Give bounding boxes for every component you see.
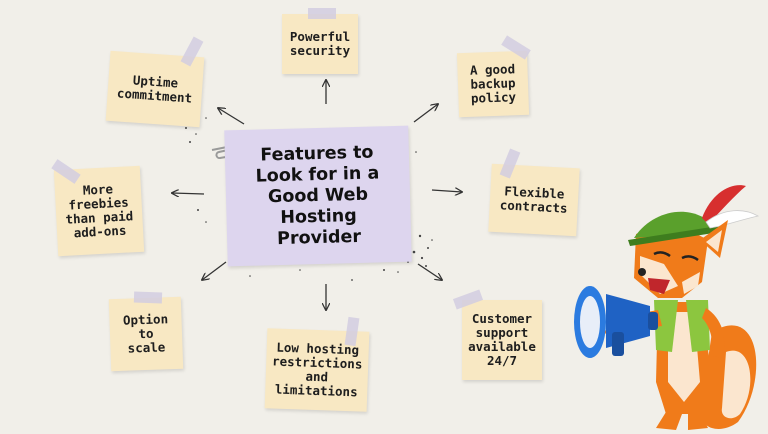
note-scale-label: Option to scale <box>122 311 169 356</box>
center-title-note: Features to Look for in a Good Web Hosti… <box>224 125 412 267</box>
arrow-freebies <box>172 193 205 194</box>
arrow-uptime <box>218 108 245 125</box>
arrow-scale <box>202 261 227 280</box>
note-support-label: Customer support available 24/7 <box>468 311 536 368</box>
arrow-support <box>417 263 442 280</box>
tape-security <box>308 8 336 19</box>
arrow-contracts <box>431 190 462 192</box>
note-backup: A good backup policy <box>456 50 530 118</box>
note-contracts-label: Flexible contracts <box>499 183 568 216</box>
note-freebies-label: More freebies than paid add-ons <box>65 181 134 241</box>
note-security-label: Powerful security <box>289 29 351 58</box>
note-backup-label: A good backup policy <box>469 61 517 106</box>
note-scale: Option to scale <box>108 296 184 372</box>
connector-arrows <box>172 80 462 310</box>
note-support: Customer support available 24/7 <box>462 300 542 380</box>
note-restrictions-label: Low hosting restrictions and limitations <box>271 339 363 400</box>
note-uptime-label: Uptime commitment <box>116 72 193 106</box>
tape-scale <box>133 291 163 304</box>
center-title: Features to Look for in a Good Web Hosti… <box>255 142 380 249</box>
fox-mascot-with-megaphone <box>574 185 760 430</box>
arrow-backup <box>413 104 438 123</box>
note-security: Powerful security <box>282 14 358 74</box>
